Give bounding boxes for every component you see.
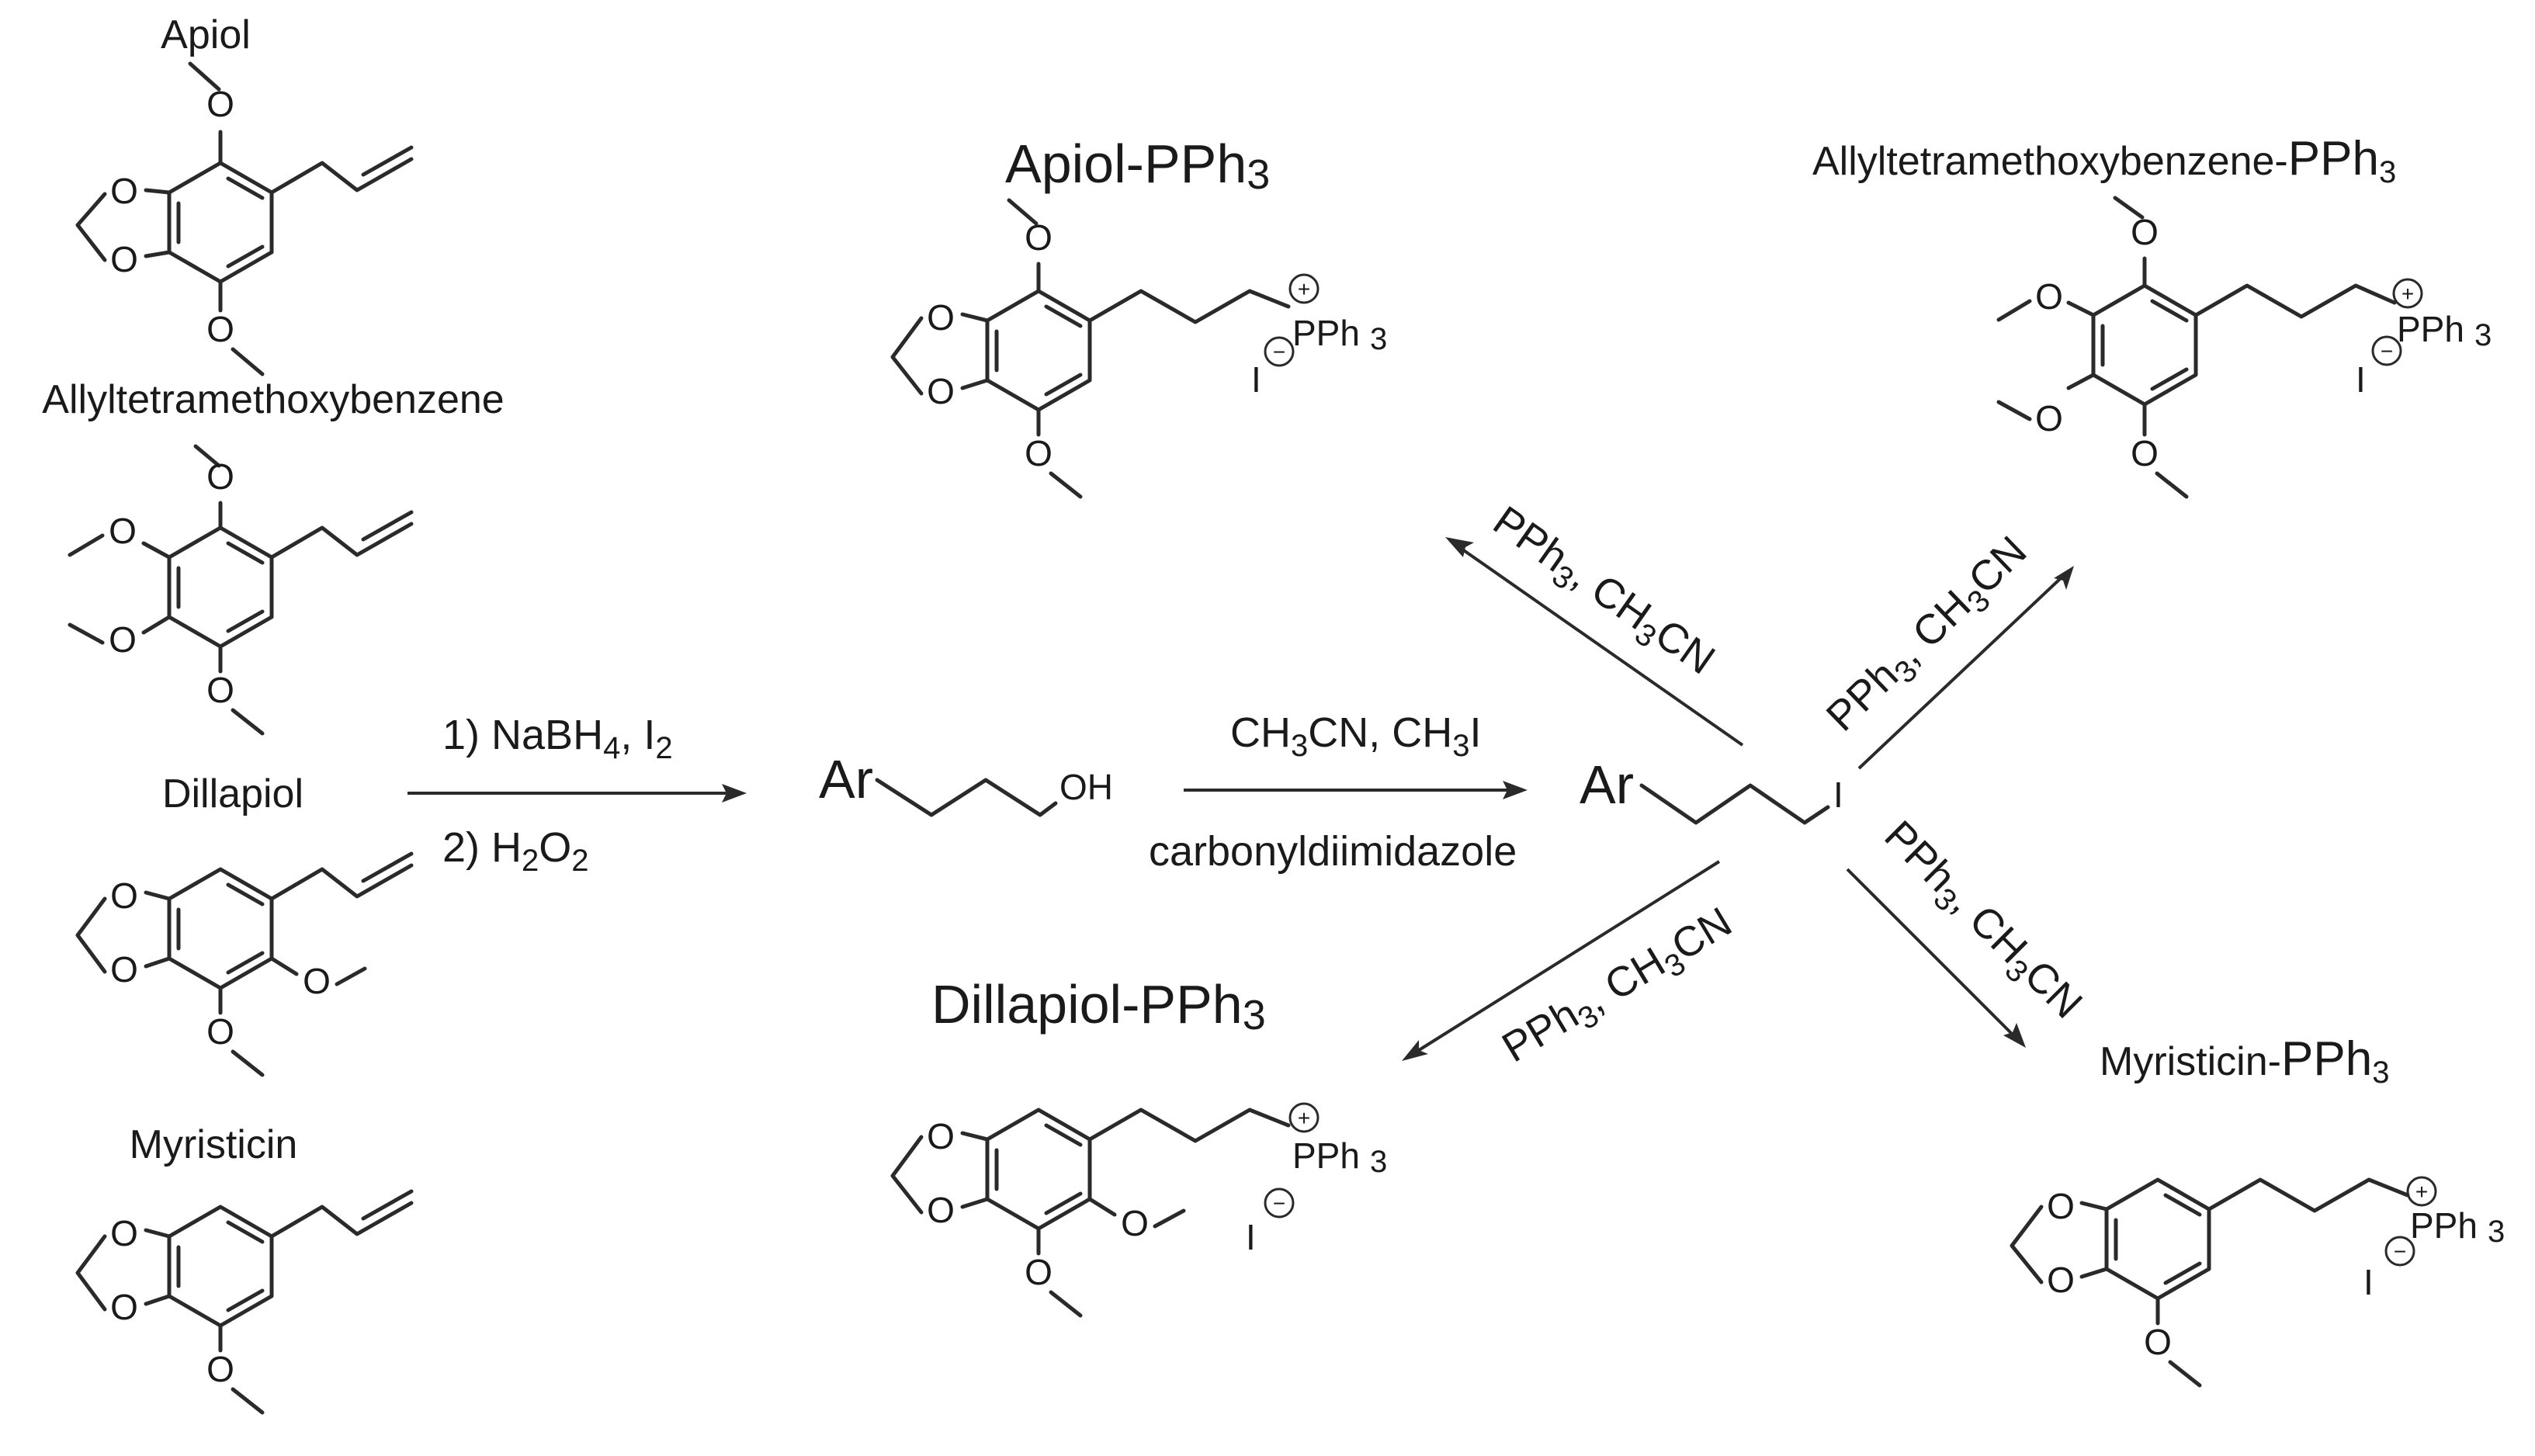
o-atom: O: [206, 84, 234, 124]
minus-charge: −: [1273, 1191, 1285, 1215]
o-atom: O: [927, 1190, 955, 1230]
o-atom: O: [206, 1011, 234, 1052]
o-atom: O: [2131, 212, 2159, 252]
dillapiol-pph3-label: Dillapiol-PPh3: [931, 974, 1266, 1038]
o-atom: O: [2144, 1322, 2172, 1362]
hydroxyl-group: OH: [1059, 767, 1113, 807]
plus-charge: +: [2401, 282, 2414, 306]
step1-conditions: 1) NaBH4, I2 2) H2O2: [407, 712, 747, 878]
phosphonium-group: PPh: [2397, 309, 2464, 349]
o-atom: O: [206, 309, 234, 349]
ar-group: Ar: [1580, 754, 1634, 815]
step3-conditions: PPh3, CH3CN: [1481, 497, 1723, 689]
o-atom: O: [110, 239, 138, 279]
o-atom: O: [110, 949, 138, 990]
o-atom: O: [206, 456, 234, 497]
step3-arrow-myristicin: PPh3, CH3CN: [1846, 812, 2091, 1048]
phosphonium-group: PPh: [1292, 1135, 1360, 1176]
phosphonium-group: PPh: [2410, 1205, 2478, 1246]
myristicin-label: Myristicin: [130, 1122, 298, 1167]
allyltetramethoxybenzene-structure: Allyltetramethoxybenzene O O O O: [42, 377, 505, 736]
apiol-pph3-structure: Apiol-PPh3 O PPh 3 + − I O O O: [890, 133, 1387, 499]
o-atom: O: [927, 1116, 955, 1156]
step3-conditions: PPh3, CH3CN: [1871, 812, 2091, 1032]
myristicin-structure: Myristicin O O O: [75, 1122, 414, 1415]
step3-arrow-dillapiol: PPh3, CH3CN: [1402, 860, 1739, 1071]
minus-charge: −: [2394, 1239, 2406, 1264]
plus-charge: +: [1298, 1106, 1310, 1130]
step3-arrow-apiol: PPh3, CH3CN: [1445, 497, 1744, 747]
subscript: 3: [2488, 1215, 2505, 1249]
step3-conditions: PPh3, CH3CN: [1818, 527, 2041, 745]
o-atom: O: [110, 875, 138, 916]
myristicin-pph3-label: Myristicin-PPh3: [2100, 1032, 2389, 1090]
o-atom: O: [206, 1349, 234, 1389]
o-atom: O: [109, 511, 137, 551]
step1-line1: 1) NaBH4, I2: [442, 712, 673, 765]
apiol-pph3-label: Apiol-PPh3: [1005, 133, 1270, 198]
o-atom: O: [927, 371, 955, 411]
o-atom: O: [1025, 217, 1052, 258]
o-atom: O: [2035, 276, 2063, 317]
step1-line2: 2) H2O2: [442, 824, 589, 878]
dillapiol-label: Dillapiol: [162, 771, 303, 816]
o-atom: O: [206, 670, 234, 710]
step2-conditions: CH3CN, CH3I carbonyldiimidazole: [1149, 709, 1528, 875]
iodide-ion: I: [2363, 1262, 2374, 1302]
o-atom: O: [1025, 1252, 1052, 1292]
o-atom: O: [2131, 433, 2159, 473]
step2-line1: CH3CN, CH3I: [1230, 709, 1482, 763]
o-atom: O: [1121, 1203, 1149, 1243]
subscript: 3: [1370, 1145, 1387, 1179]
allyl-pph3-structure: Allyltetramethoxybenzene-PPh3 O PPh 3 + …: [1812, 132, 2492, 499]
step3-arrow-allyl: PPh3, CH3CN: [1818, 527, 2074, 770]
minus-charge: −: [2381, 339, 2393, 363]
o-atom: O: [110, 171, 138, 211]
ar-group: Ar: [819, 749, 873, 809]
iodide-intermediate: Ar I: [1580, 754, 1843, 825]
phosphonium-group: PPh: [1292, 313, 1360, 353]
iodide-ion: I: [2356, 359, 2366, 400]
apiol-structure: Apiol O O O O: [75, 12, 414, 376]
o-atom: O: [110, 1287, 138, 1327]
alcohol-intermediate: Ar OH: [819, 749, 1113, 817]
allyltetramethoxybenzene-label: Allyltetramethoxybenzene: [42, 377, 504, 422]
iodine-atom: I: [1833, 775, 1843, 815]
subscript: 3: [1370, 322, 1387, 356]
step2-line2: carbonyldiimidazole: [1149, 828, 1517, 875]
subscript: 3: [2474, 318, 2492, 352]
myristicin-pph3-structure: Myristicin-PPh3 PPh 3 + − I O O O: [2010, 1032, 2505, 1388]
o-atom: O: [1025, 433, 1052, 473]
o-atom: O: [303, 961, 331, 1001]
iodide-ion: I: [1246, 1217, 1256, 1257]
o-atom: O: [2047, 1260, 2075, 1300]
o-atom: O: [2035, 398, 2063, 439]
dillapiol-pph3-structure: Dillapiol-PPh3 PPh 3 + − I O O O O: [890, 974, 1387, 1318]
plus-charge: +: [2415, 1180, 2428, 1204]
plus-charge: +: [1298, 277, 1310, 301]
o-atom: O: [2047, 1186, 2075, 1226]
apiol-label: Apiol: [161, 12, 251, 57]
o-atom: O: [109, 619, 137, 660]
o-atom: O: [927, 297, 955, 338]
o-atom: O: [110, 1213, 138, 1253]
iodide-ion: I: [1251, 359, 1261, 400]
minus-charge: −: [1273, 340, 1285, 364]
dillapiol-structure: Dillapiol O O O O: [75, 771, 414, 1077]
allyl-pph3-label: Allyltetramethoxybenzene-PPh3: [1812, 132, 2396, 189]
